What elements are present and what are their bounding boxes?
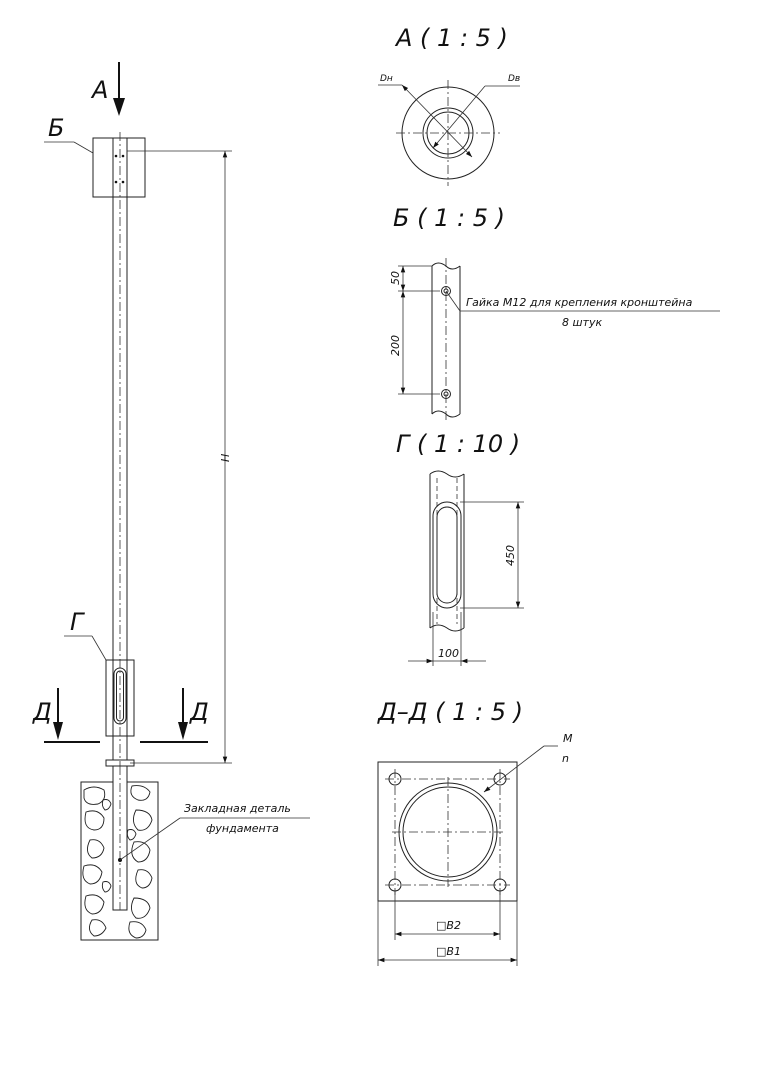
hatch-slot <box>113 667 127 725</box>
bolt-leader <box>483 745 545 793</box>
bolt-count-label: n <box>562 752 569 765</box>
foundation-stones <box>82 785 153 939</box>
view-g: Г ( 1 : 10 ) 450 100 <box>396 430 524 666</box>
section-d-d: Д–Д ( 1 : 5 ) М n □В2 □В1 <box>377 698 573 966</box>
dim-450-label: 450 <box>504 545 517 566</box>
section-d-left-label: Д <box>32 698 52 726</box>
pole-top-box <box>92 137 146 198</box>
nut-note-line2: 8 штук <box>562 316 602 329</box>
section-d-right-label: Д <box>189 698 209 726</box>
nut-note-line1: Гайка М12 для крепления кронштейна <box>466 296 693 309</box>
view-g-title: Г ( 1 : 10 ) <box>396 430 520 458</box>
inner-diameter-label: Dв <box>508 74 520 84</box>
dim-h-label: H <box>219 454 232 462</box>
view-a-arrow-label: А <box>90 76 108 104</box>
view-b-title: Б ( 1 : 5 ) <box>393 204 505 232</box>
section-d-title: Д–Д ( 1 : 5 ) <box>377 698 523 726</box>
hatch-box <box>105 659 135 737</box>
dim-100-label: 100 <box>438 647 459 660</box>
embedded-part-label-line2: фундамента <box>206 822 279 835</box>
view-b: Б ( 1 : 5 ) 50 200 Гайка М12 для креплен… <box>389 204 720 420</box>
embedded-part-label-line1: Закладная деталь <box>184 802 291 815</box>
nut-bottom <box>441 389 451 399</box>
bolt-size-label: М <box>563 732 573 745</box>
dim-b2-label: □В2 <box>436 919 461 932</box>
dim-inner-diameter <box>432 85 486 149</box>
callout-b-label: Б <box>48 114 64 142</box>
view-a: А ( 1 : 5 ) Dн Dв <box>378 24 520 186</box>
dim-outer-diameter <box>401 84 473 158</box>
dim-200-label: 200 <box>389 335 402 356</box>
nut-top <box>441 286 451 296</box>
callout-g-label: Г <box>70 608 85 636</box>
outer-diameter-label: Dн <box>380 74 393 84</box>
bolt-holes <box>385 769 510 895</box>
dim-b1-label: □В1 <box>436 945 461 958</box>
base-plate <box>377 761 518 902</box>
dim-50-label: 50 <box>389 271 402 285</box>
main-pole-view: А Б H Г Д Д <box>32 62 310 941</box>
hatch-opening <box>432 501 462 609</box>
view-a-title: А ( 1 : 5 ) <box>394 24 508 52</box>
